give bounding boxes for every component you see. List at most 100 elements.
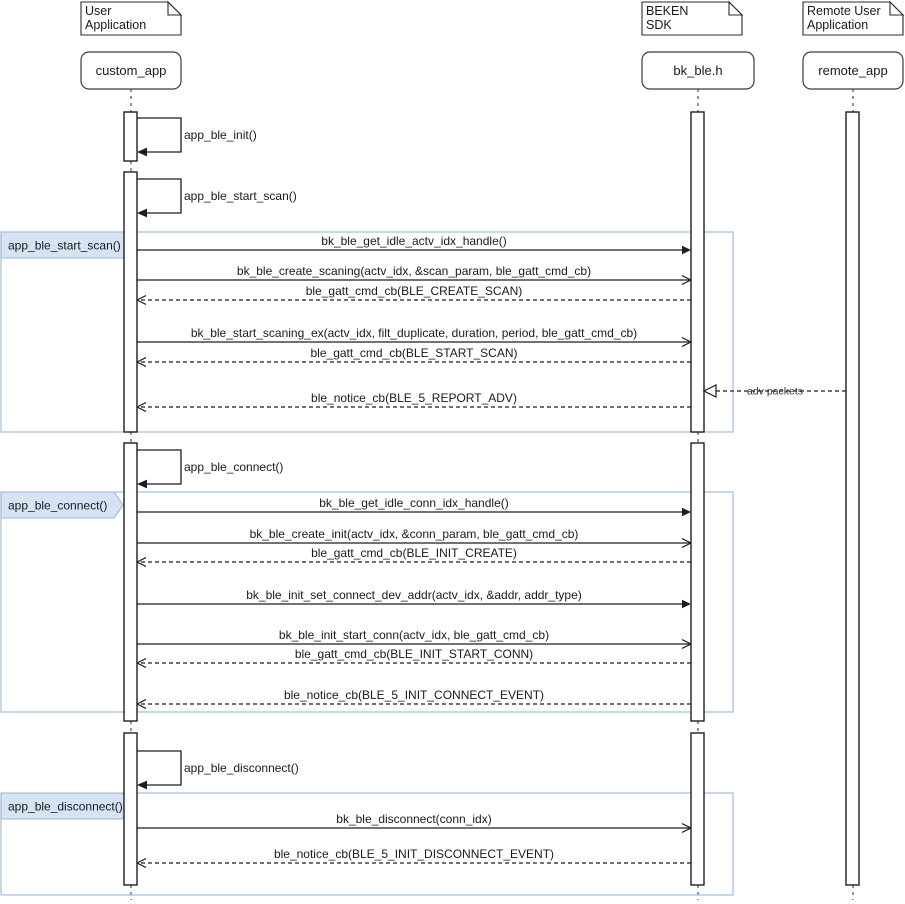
arrowhead-filled — [137, 780, 147, 790]
msg-bk-ble-get-idle-conn-idx-handle: bk_ble_get_idle_conn_idx_handle() — [137, 496, 691, 517]
actor-remote_app[interactable]: remote_app — [802, 51, 904, 90]
arrowhead-open — [681, 538, 692, 548]
activation-bar-act-custom-scan — [123, 171, 138, 433]
arrowhead-open — [136, 658, 147, 668]
fragment-border — [0, 231, 734, 433]
actor-custom_app[interactable]: custom_app — [80, 51, 182, 90]
arrowhead-filled — [682, 599, 691, 609]
activation-bar-act-bkble-scan — [690, 111, 705, 433]
message-label: bk_ble_create_init(actv_idx, &conn_param… — [250, 527, 579, 541]
message-label: bk_ble_init_set_connect_dev_addr(actv_id… — [246, 588, 582, 602]
arrowhead-open — [136, 357, 147, 367]
message-label: bk_ble_disconnect(conn_idx) — [336, 812, 491, 826]
arrowhead-filled — [137, 147, 147, 157]
arrowhead-open — [681, 823, 692, 833]
self-app-ble-disconnect: app_ble_disconnect() — [137, 750, 299, 790]
arrowhead-open — [136, 295, 147, 305]
note-body — [641, 1, 743, 36]
fragment-label-text: app_ble_connect() — [8, 499, 107, 513]
activation-bar-act-custom-init — [123, 111, 138, 162]
arrowhead-open — [136, 557, 147, 567]
note-line: User — [85, 4, 111, 18]
message-label: ble_notice_cb(BLE_5_INIT_DISCONNECT_EVEN… — [274, 847, 554, 861]
self-call-label: app_ble_init() — [184, 128, 257, 142]
self-call-path — [137, 449, 182, 485]
actor-label: bk_ble.h — [673, 63, 722, 78]
msg-bk-ble-start-scaning-ex: bk_ble_start_scaning_ex(actv_idx, filt_d… — [137, 326, 692, 347]
arrowhead-filled — [682, 507, 691, 517]
arrowhead-open — [681, 337, 692, 347]
arrowhead-filled — [137, 208, 147, 218]
note-line: BEKEN — [646, 4, 688, 18]
arrowhead-hollow — [702, 384, 717, 398]
self-call-path — [137, 178, 182, 214]
msg-bk-ble-get-idle-actv-idx-handle: bk_ble_get_idle_actv_idx_handle() — [137, 234, 691, 255]
message-label: ble_notice_cb(BLE_5_INIT_CONNECT_EVENT) — [284, 688, 544, 702]
actor-bk_ble_h[interactable]: bk_ble.h — [641, 51, 755, 90]
actor-box[interactable] — [641, 51, 755, 90]
self-call-path — [137, 117, 182, 153]
arrowhead-open — [136, 402, 147, 412]
message-label: ble_gatt_cmd_cb(BLE_INIT_CREATE) — [311, 546, 517, 560]
note-line: Remote User — [807, 4, 881, 18]
activations-layer — [123, 111, 860, 886]
msg-ble-gatt-cmd-cb-init-start-conn: ble_gatt_cmd_cb(BLE_INIT_START_CONN) — [136, 647, 691, 668]
msg-ble-gatt-cmd-cb-create-scan: ble_gatt_cmd_cb(BLE_CREATE_SCAN) — [136, 284, 691, 305]
note-fold-corner — [889, 0, 905, 16]
self-app-ble-start-scan: app_ble_start_scan() — [137, 178, 297, 218]
activation-bar-act-custom-connect — [123, 442, 138, 722]
activation-bar-act-remote — [845, 111, 860, 886]
msg-ble-notice-cb-init-disconnect-event: ble_notice_cb(BLE_5_INIT_DISCONNECT_EVEN… — [136, 847, 691, 868]
message-label: adv packets — [747, 386, 803, 398]
actor-box[interactable] — [802, 51, 904, 90]
msg-bk-ble-init-start-conn: bk_ble_init_start_conn(actv_idx, ble_gat… — [137, 628, 692, 649]
arrowhead-filled — [137, 479, 147, 489]
arrowhead-filled — [682, 245, 691, 255]
arrowhead-open — [136, 699, 147, 709]
activation-bar-act-bkble-connect — [690, 442, 705, 722]
self-app-ble-init: app_ble_init() — [137, 117, 257, 157]
actor-label: remote_app — [818, 63, 887, 78]
self-call-path — [137, 750, 182, 786]
fragments-layer: app_ble_start_scan()app_ble_connect()app… — [0, 231, 734, 896]
message-label: bk_ble_get_idle_conn_idx_handle() — [319, 496, 508, 510]
self-calls-layer: app_ble_init() app_ble_start_scan() app_bl… — [137, 117, 299, 790]
fragment-app-ble-start-scan: app_ble_start_scan() — [0, 231, 734, 433]
lifelines-layer — [130, 89, 854, 900]
message-label: bk_ble_start_scaning_ex(actv_idx, filt_d… — [191, 326, 637, 340]
message-label: ble_notice_cb(BLE_5_REPORT_ADV) — [311, 391, 517, 405]
msg-ble-gatt-cmd-cb-start-scan: ble_gatt_cmd_cb(BLE_START_SCAN) — [136, 346, 691, 367]
self-app-ble-connect: app_ble_connect() — [137, 449, 283, 489]
message-label: bk_ble_create_scaning(actv_idx, &scan_pa… — [237, 264, 591, 278]
note-body — [80, 1, 182, 36]
msg-ble-notice-cb-report-adv: ble_notice_cb(BLE_5_REPORT_ADV) — [136, 391, 691, 412]
message-label: ble_gatt_cmd_cb(BLE_CREATE_SCAN) — [306, 284, 523, 298]
activation-bar-act-bkble-disconnect — [690, 732, 705, 886]
self-call-label: app_ble_connect() — [184, 460, 283, 474]
note-fold-corner — [728, 0, 744, 16]
msg-ble-notice-cb-init-connect-event: ble_notice_cb(BLE_5_INIT_CONNECT_EVENT) — [136, 688, 691, 709]
arrowhead-open — [681, 639, 692, 649]
actor-label: custom_app — [96, 63, 167, 78]
note-line: Application — [807, 18, 868, 32]
note-line: Application — [85, 18, 146, 32]
msg-bk-ble-create-init: bk_ble_create_init(actv_idx, &conn_param… — [137, 527, 692, 548]
actor-box[interactable] — [80, 51, 182, 90]
fragment-label-text: app_ble_start_scan() — [8, 239, 121, 253]
arrowhead-open — [681, 275, 692, 285]
fragment-app-ble-connect: app_ble_connect() — [0, 491, 734, 713]
messages-layer: bk_ble_get_idle_actv_idx_handle() bk_ble_… — [136, 234, 846, 868]
msg-ble-gatt-cmd-cb-init-create: ble_gatt_cmd_cb(BLE_INIT_CREATE) — [136, 546, 691, 567]
message-label: ble_gatt_cmd_cb(BLE_START_SCAN) — [311, 346, 518, 360]
fragment-label-tab — [0, 491, 124, 519]
fragment-border — [0, 491, 734, 713]
note-body — [802, 1, 904, 36]
actor-boxes-layer: custom_app bk_ble.h remote_app — [80, 51, 904, 90]
fragment-app-ble-disconnect: app_ble_disconnect() — [0, 792, 734, 896]
msg-bk-ble-init-set-connect-dev-addr: bk_ble_init_set_connect_dev_addr(actv_id… — [137, 588, 691, 609]
message-label: bk_ble_init_start_conn(actv_idx, ble_gat… — [279, 628, 549, 642]
